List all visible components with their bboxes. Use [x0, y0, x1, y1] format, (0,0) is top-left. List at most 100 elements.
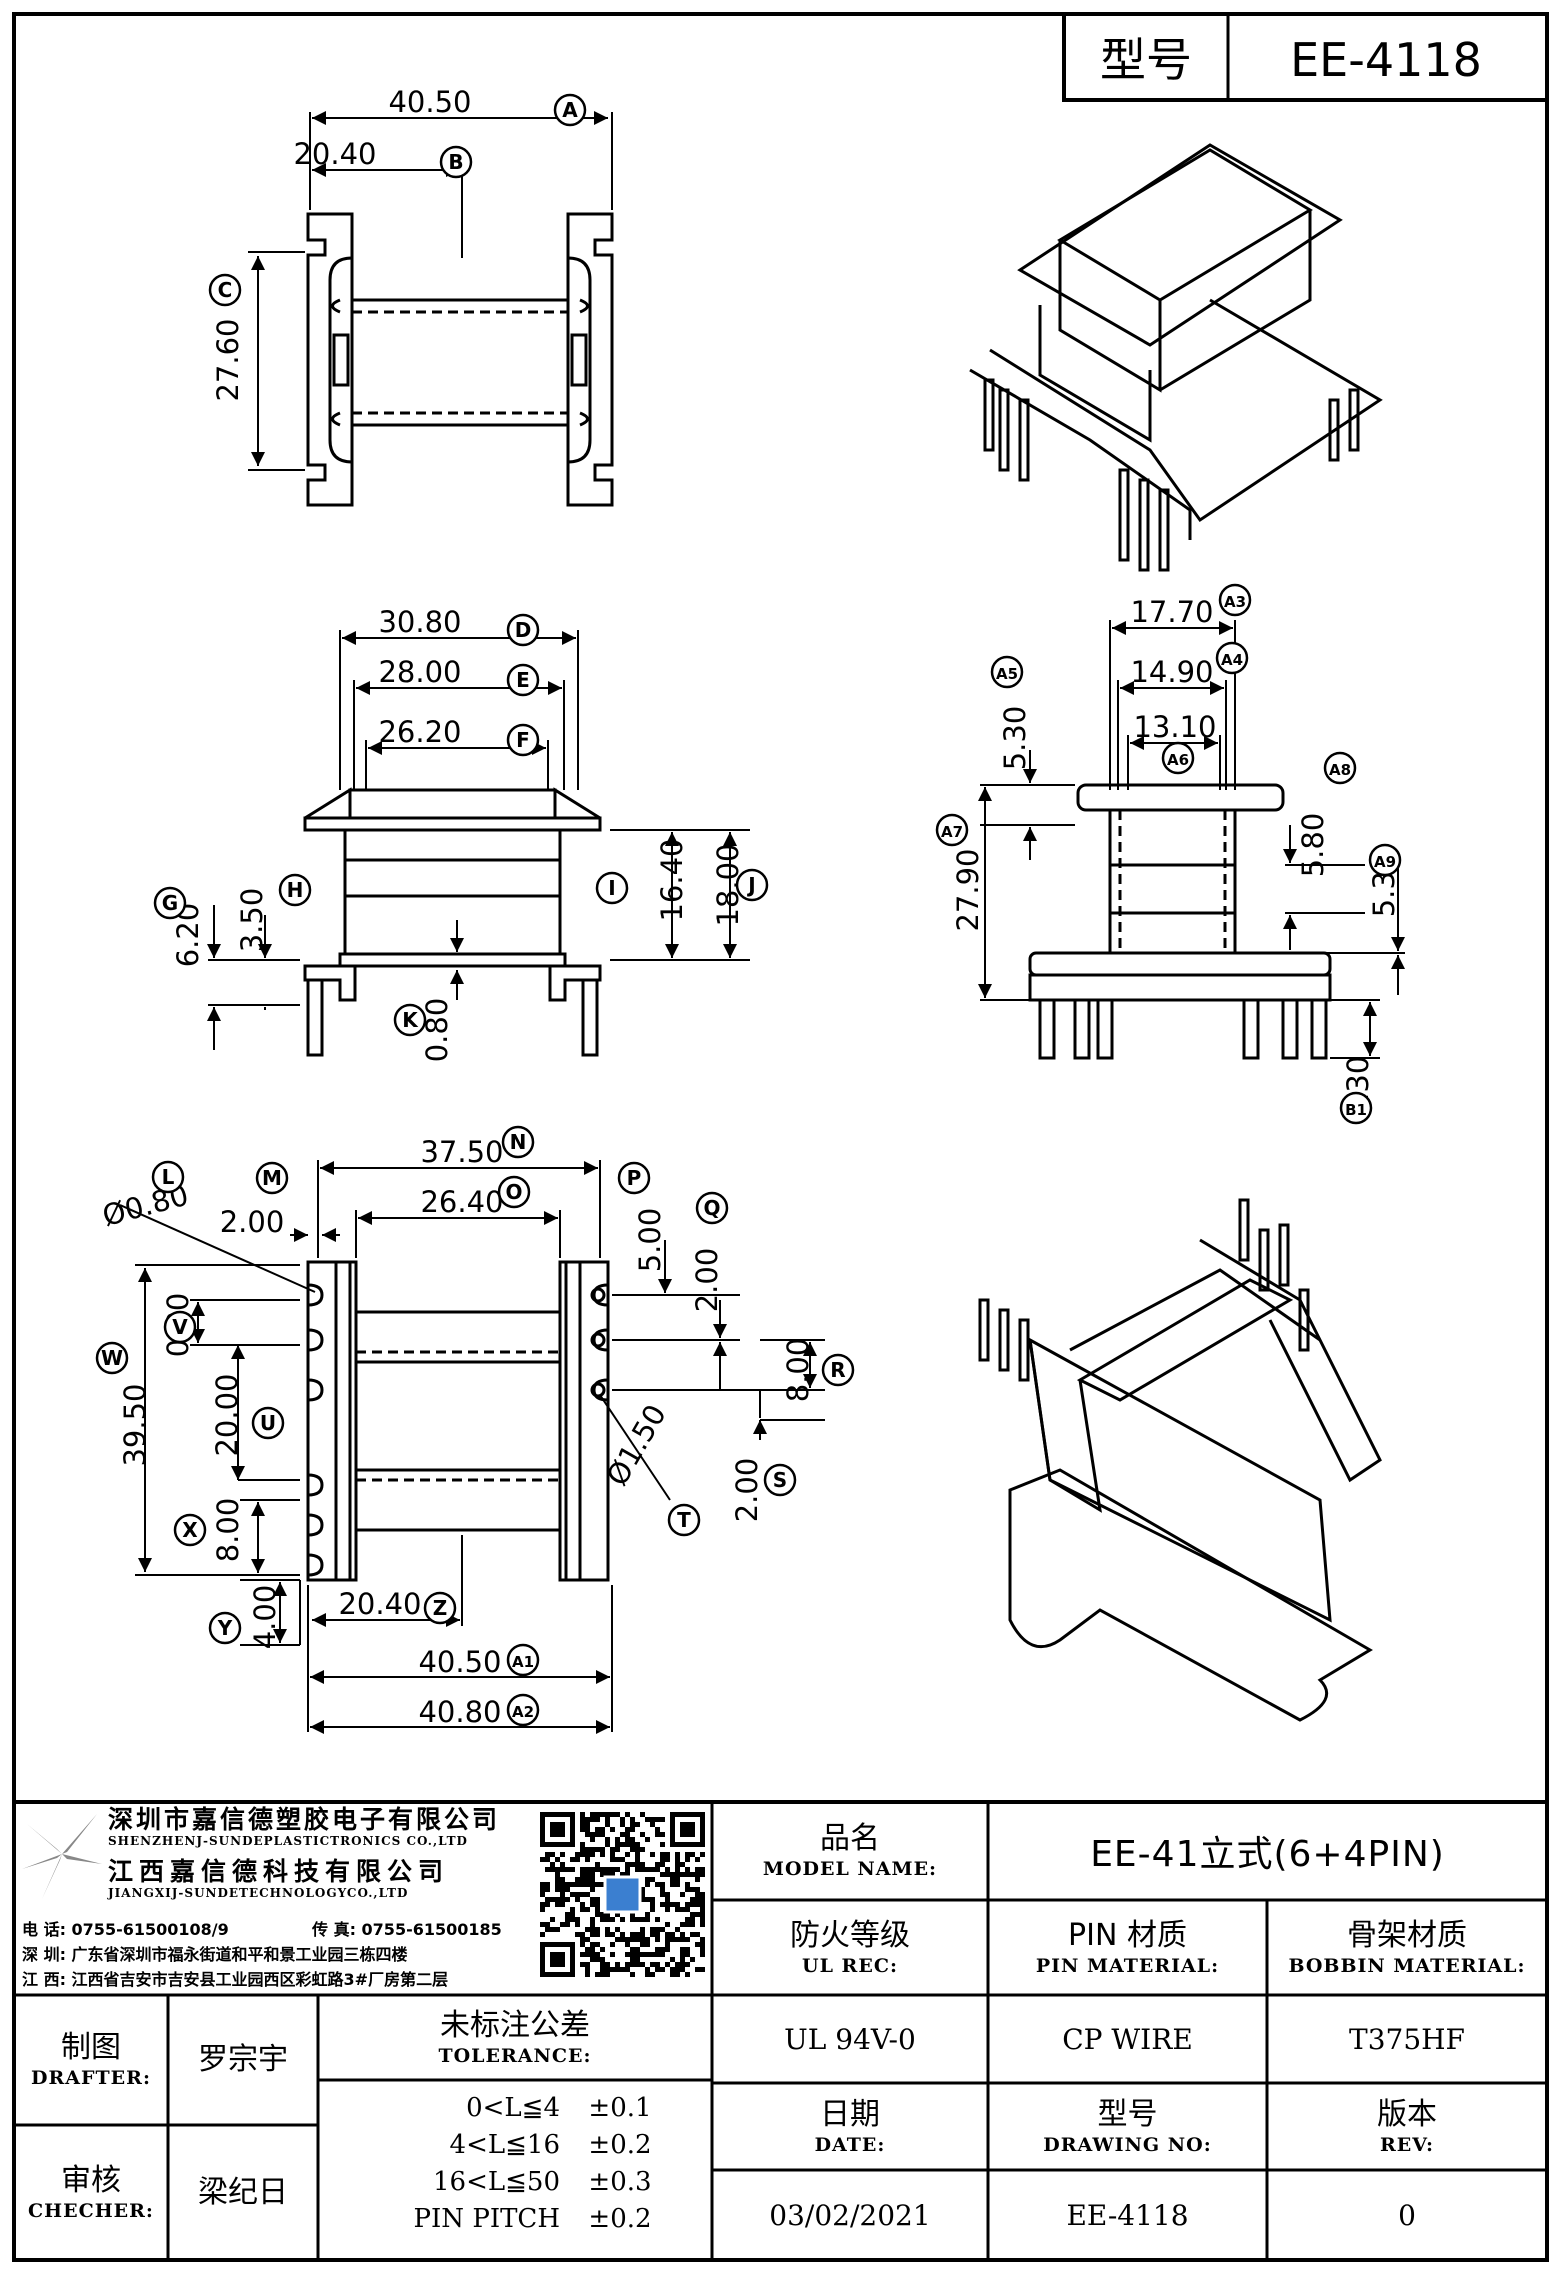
tolerance-title-cn: 未标注公差	[440, 2007, 590, 2043]
bobbin-material-cn: 骨架材质	[1347, 1917, 1467, 1953]
model-name-label: 品名 MODEL NAME:	[712, 1802, 988, 1900]
dimension-value: 40.50	[388, 85, 471, 119]
dimension-tag: F	[516, 728, 530, 752]
pin-material-value: CP WIRE	[988, 1995, 1267, 2083]
pin-material-en: PIN MATERIAL:	[1035, 1954, 1220, 1977]
dimension-tag-circle	[1218, 583, 1252, 617]
model-name-value-text: EE-41立式(6+4PIN)	[1090, 1834, 1445, 1875]
dimension-tag: H	[287, 878, 304, 902]
type-label: 型号	[1100, 33, 1192, 87]
bottom-view-dims	[119, 1160, 825, 1734]
dimension-tag-circle	[935, 813, 969, 847]
tolerance-range: 4<L≦16	[449, 2130, 560, 2160]
dimension-tag: B	[448, 150, 463, 174]
dimension-tag-circle	[153, 886, 187, 920]
dimension-tag: A5	[996, 665, 1018, 683]
dimension-tag: I	[608, 876, 615, 900]
dimension-tag-circle	[617, 1161, 651, 1195]
checker-name-text: 梁纪日	[198, 2174, 288, 2210]
dimension-value: 27.60	[211, 318, 245, 401]
dimension-tag: W	[101, 1346, 123, 1370]
drafter-name: 罗宗宇	[168, 1995, 318, 2125]
dimension-tag: J	[746, 873, 755, 897]
dimension-value: 27.90	[951, 848, 985, 931]
dimension-tag: Y	[217, 1616, 233, 1640]
dimension-tag-circle	[251, 1406, 285, 1440]
model-name-label-cn: 品名	[820, 1821, 880, 1856]
side-view	[1028, 783, 1332, 1060]
dimension-value: 4.00	[248, 1585, 282, 1650]
dimension-tag-circle	[553, 93, 587, 127]
top-view	[306, 212, 614, 507]
tolerance-value: ±0.3	[588, 2167, 652, 2197]
company-fax: 传 真: 0755-61500185	[312, 1920, 502, 1939]
rev-value: 0	[1267, 2170, 1547, 2260]
dimension-tag: L	[162, 1165, 175, 1189]
tolerance-range: 0<L≦4	[466, 2093, 560, 2123]
dimension-tag-circle	[439, 145, 473, 179]
tolerance-range: 16<L≦50	[432, 2167, 560, 2197]
dimension-value: 5.80	[1296, 813, 1330, 878]
dimension-tag-circle	[506, 1693, 540, 1727]
tolerance-value: ±0.2	[588, 2204, 652, 2234]
dimension-tag-circle	[667, 1503, 701, 1537]
drafter-cn: 制图	[61, 2030, 121, 2065]
dimension-value: 14.90	[1130, 655, 1213, 689]
checker-cn: 审核	[61, 2162, 121, 2198]
dimension-tag-circle	[393, 1003, 427, 1037]
dimension-tag: Z	[433, 1596, 448, 1620]
date-label: 日期 DATE:	[712, 2083, 988, 2170]
date-cn: 日期	[820, 2096, 880, 2132]
qr-code-icon	[540, 1812, 705, 1977]
dimension-tag: V	[172, 1315, 188, 1339]
checker-name: 梁纪日	[168, 2125, 318, 2260]
company-name-cn-1: 深圳市嘉信德塑胶电子有限公司	[108, 1805, 501, 1834]
dimension-value: 3.50	[235, 888, 269, 953]
ul-rec-label: 防火等级 UL REC:	[712, 1900, 988, 1995]
company-phone: 电 话: 0755-61500108/9	[22, 1920, 229, 1939]
dimension-value: 2.00	[730, 1458, 764, 1523]
dimension-tag: A7	[941, 823, 963, 841]
dimension-tag: A	[562, 98, 578, 122]
dimension-value: 5.00	[633, 1208, 667, 1273]
dimension-value: 5.30	[998, 706, 1032, 771]
pin-material-label: PIN 材质 PIN MATERIAL:	[988, 1900, 1267, 1995]
dimension-tag-circle	[423, 1591, 457, 1625]
bobbin-material-en: BOBBIN MATERIAL:	[1288, 1954, 1526, 1977]
dimension-tag: X	[182, 1518, 198, 1542]
tolerance-value: ±0.2	[588, 2130, 652, 2160]
dimension-tag-circle	[595, 871, 629, 905]
dimension-tag-circle	[506, 663, 540, 697]
dimension-tag-circle	[695, 1191, 729, 1225]
dimension-value: 8.00	[211, 1498, 245, 1563]
dimension-value: 37.50	[420, 1135, 503, 1169]
dimension-tag-circle	[506, 1643, 540, 1677]
dimension-value: 40.50	[418, 1645, 501, 1679]
drafter-en: DRAFTER:	[31, 2067, 151, 2089]
dimension-tag: A9	[1374, 853, 1396, 871]
dimension-tag: A8	[1329, 761, 1351, 779]
dimension-value: 16.40	[655, 838, 689, 921]
drawing-no-cn: 型号	[1097, 2096, 1158, 2132]
dimension-value: 2.00	[220, 1205, 285, 1239]
tolerance-value: ±0.1	[588, 2093, 652, 2123]
dimension-tag-circle	[1339, 1091, 1373, 1125]
dimension-value: 26.20	[378, 715, 461, 749]
dimension-tag: B1	[1345, 1101, 1367, 1119]
dimension-tag-circle	[1161, 741, 1195, 775]
bottom-view	[306, 1260, 610, 1582]
checker-en: CHECHER:	[28, 2199, 154, 2222]
dimension-tag-circle	[95, 1341, 129, 1375]
dimension-tag-circle	[990, 655, 1024, 689]
dimension-tag: O	[505, 1180, 522, 1204]
dimension-tag-circle	[1323, 751, 1357, 785]
dimension-tag: D	[515, 618, 532, 642]
dimension-value: 30.80	[378, 605, 461, 639]
bobbin-material-value: T375HF	[1267, 1995, 1547, 2083]
dimension-tag: Q	[703, 1196, 720, 1220]
rev-label: 版本 REV:	[1267, 2083, 1547, 2170]
dimension-tag-circle	[208, 273, 242, 307]
drawing-no-value-text: EE-4118	[1066, 2198, 1189, 2232]
